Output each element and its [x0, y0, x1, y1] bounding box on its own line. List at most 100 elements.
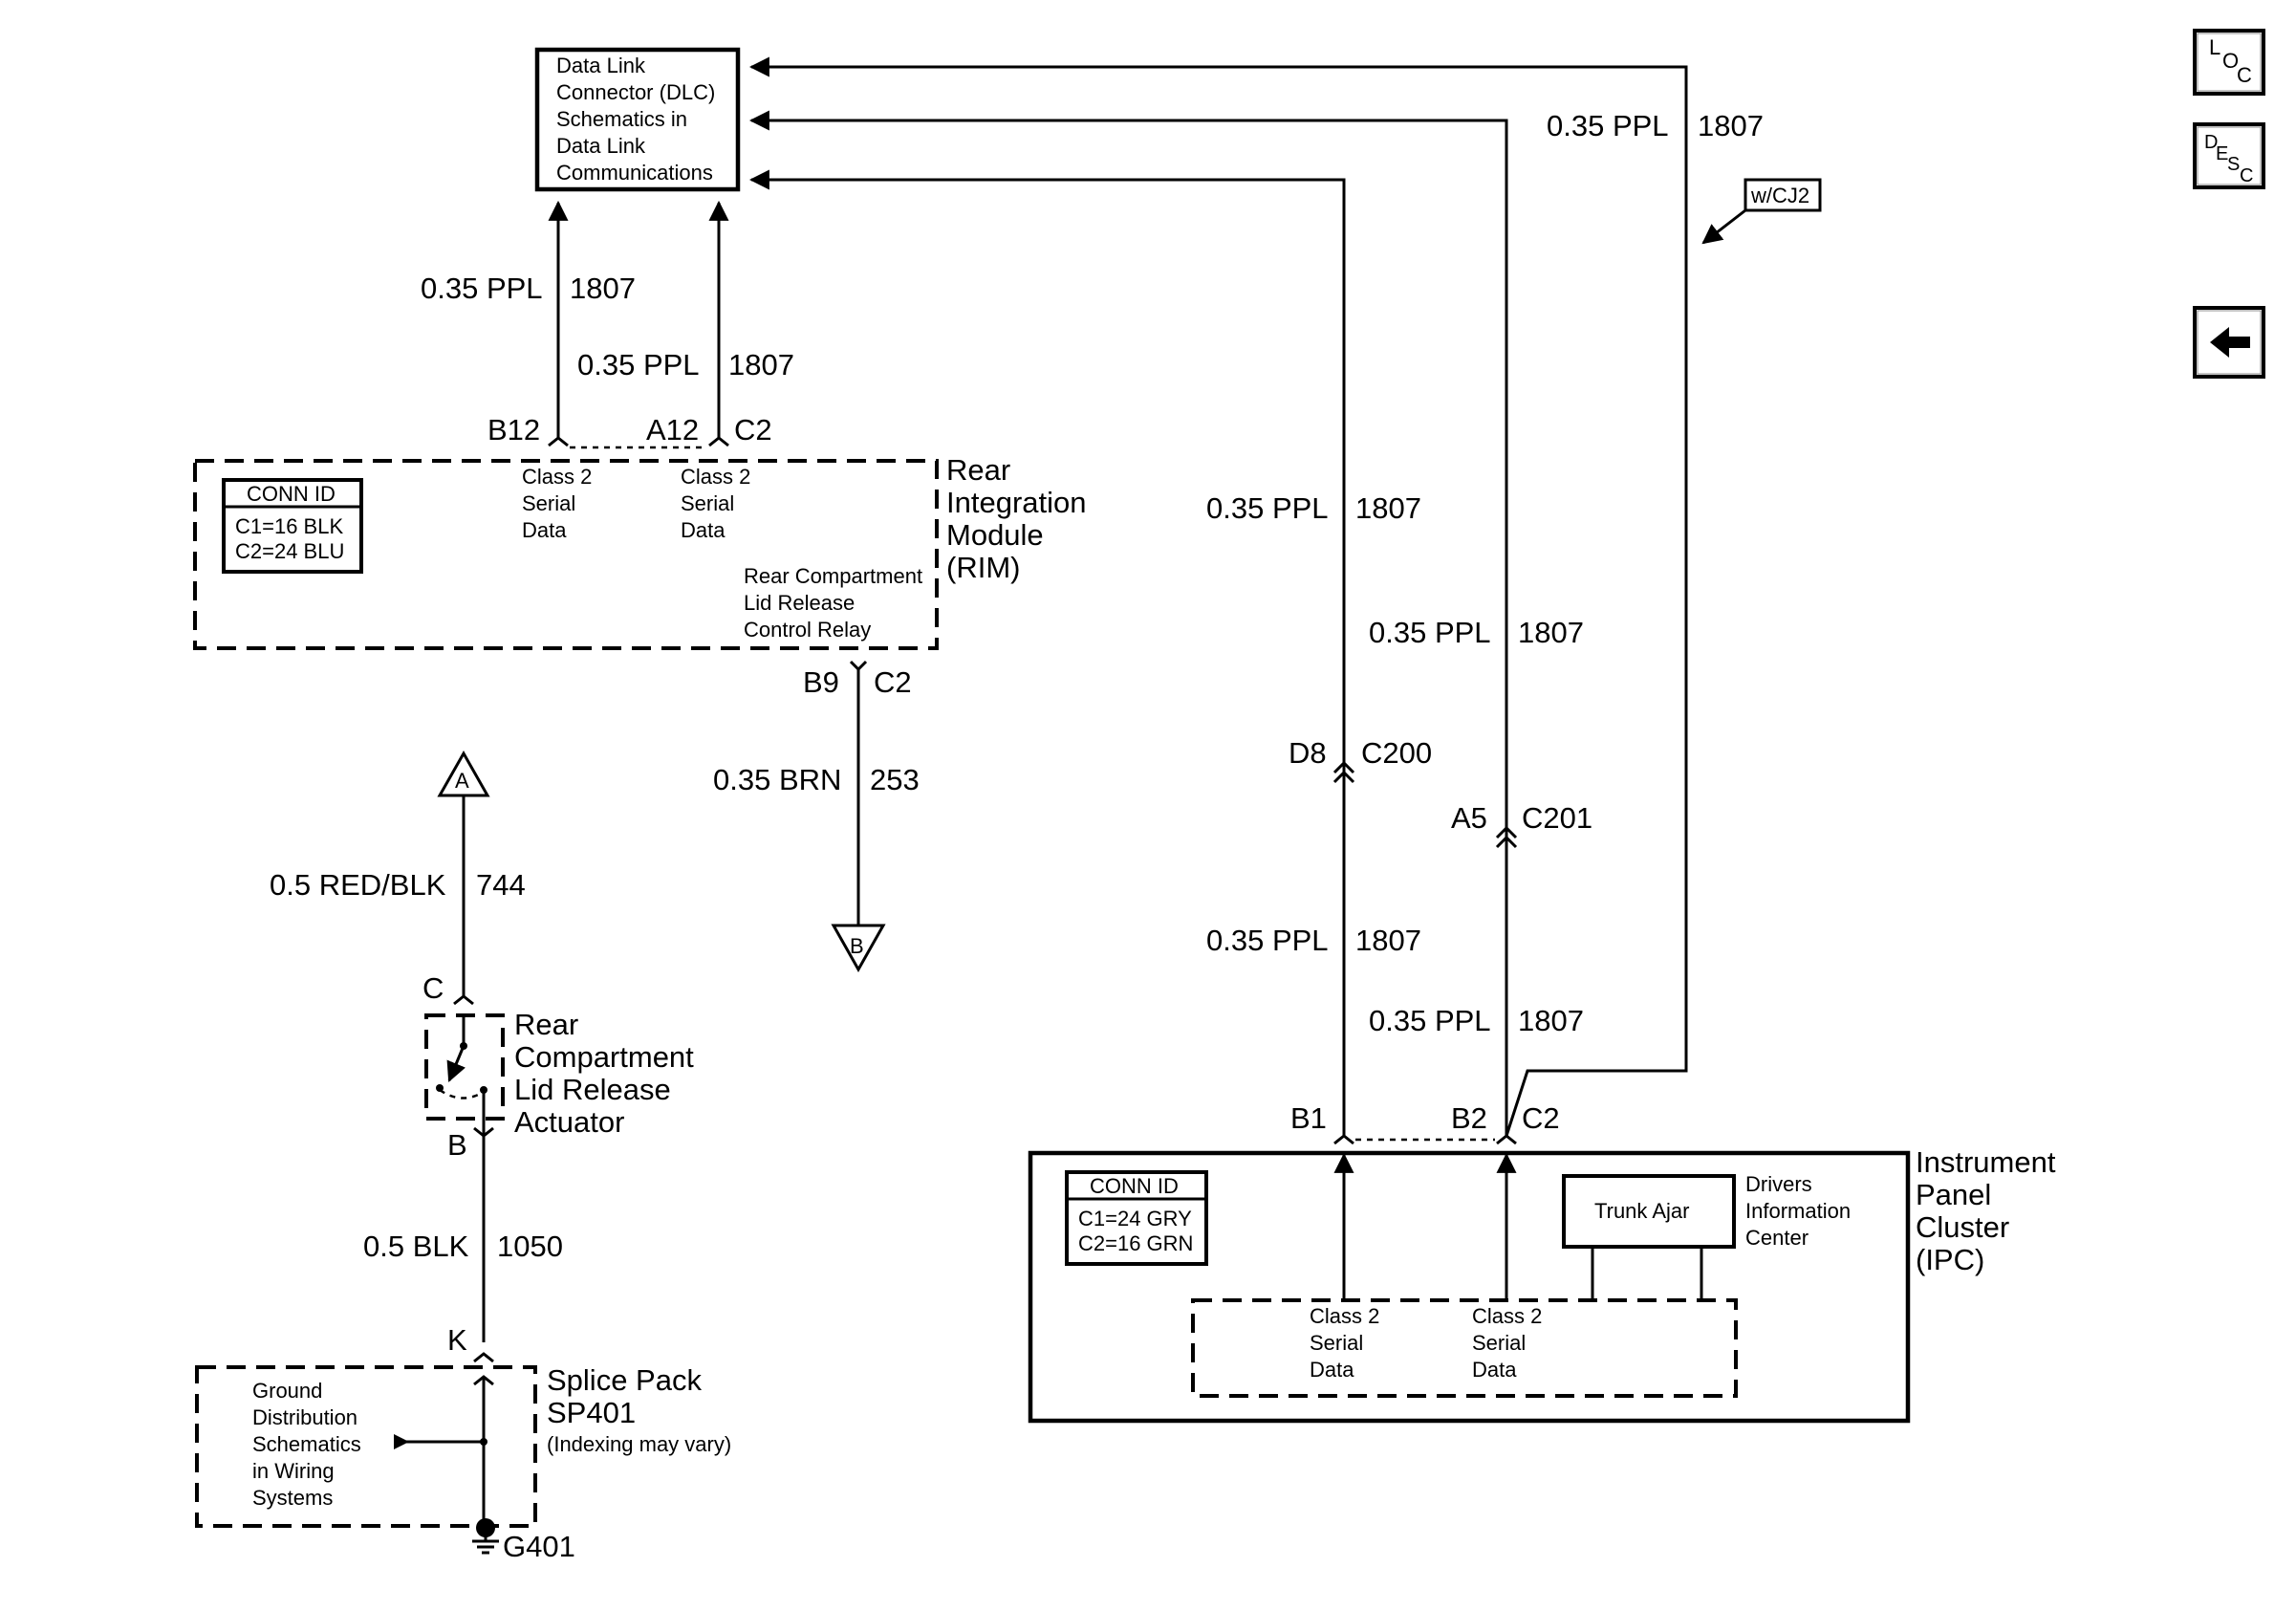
dlc-line: Connector (DLC): [556, 80, 715, 104]
component-title: Splice Pack: [547, 1363, 702, 1397]
conn-id-table: [1065, 1170, 1208, 1266]
wire-ipc-b1-to-dlc: [748, 169, 1346, 1136]
wire-circuit-number: 253: [870, 763, 920, 796]
wire-size-color: 0.35 PPL: [421, 272, 543, 305]
relay-label: Rear Compartment: [744, 564, 922, 588]
class2-label: Serial: [522, 491, 575, 515]
ground-dist-label: Ground: [252, 1379, 322, 1403]
wire-circuit-number: 1807: [728, 348, 794, 381]
wire-size-color: 0.35 BRN: [713, 763, 841, 796]
class2-label: Class 2: [522, 465, 592, 489]
ground-id: G401: [503, 1530, 575, 1563]
ground-g401: G401: [472, 1518, 575, 1563]
pin-label: B12: [487, 413, 540, 446]
connector-label: C201: [1522, 801, 1592, 835]
pin-label: B1: [1290, 1101, 1327, 1135]
ground-dist-label: in Wiring: [252, 1459, 335, 1483]
dlc-box: Data Link Connector (DLC) Schematics in …: [534, 47, 741, 192]
connector-label: C200: [1361, 736, 1432, 770]
back-button[interactable]: [2193, 306, 2265, 379]
pin-label: C: [422, 971, 444, 1005]
wire-circuit-number: 1807: [570, 272, 636, 305]
svg-text:E: E: [2216, 143, 2228, 164]
conn-id-header: CONN ID: [247, 482, 336, 506]
svg-text:S: S: [2227, 154, 2240, 175]
wire-ipc-b2-to-dlc: [748, 110, 1508, 1136]
inline-connector-c201: A5 C201: [1451, 801, 1592, 849]
wire-circuit-number: 744: [476, 868, 526, 902]
component-title: Instrument: [1916, 1145, 2056, 1179]
wire-circuit-number: 1807: [1355, 491, 1421, 525]
svg-text:C: C: [2237, 63, 2252, 87]
wire-circuit-number: 1807: [1518, 1004, 1584, 1037]
conn-id-row: C2=16 GRN: [1078, 1231, 1193, 1255]
wire-size-color: 0.35 PPL: [577, 348, 700, 381]
wire-size-color: 0.5 RED/BLK: [270, 868, 446, 902]
class2-label: Data: [1310, 1358, 1354, 1382]
conn-id-row: C1=16 BLK: [235, 514, 343, 538]
component-title: Cluster: [1916, 1210, 2009, 1244]
svg-text:w/CJ2: w/CJ2: [1750, 184, 1809, 207]
class2-label: Data: [522, 518, 567, 542]
wire-size-color: 0.35 PPL: [1369, 1004, 1491, 1037]
pin-label: B9: [803, 665, 839, 699]
splice-note: (Indexing may vary): [547, 1432, 731, 1456]
wire-circuit-number: 1807: [1518, 616, 1584, 649]
description-button[interactable]: D E S C: [2193, 122, 2265, 189]
conn-id-row: C1=24 GRY: [1078, 1207, 1192, 1230]
svg-text:C: C: [2240, 165, 2253, 186]
pin-label: B: [447, 1128, 467, 1162]
class2-label: Serial: [1310, 1331, 1363, 1355]
wire-size-color: 0.35 PPL: [1206, 924, 1329, 957]
location-button[interactable]: L O C: [2193, 29, 2265, 96]
component-title: Actuator: [514, 1105, 624, 1139]
class2-label: Class 2: [1310, 1304, 1379, 1328]
back-arrow-icon: [2210, 327, 2250, 358]
dlc-line: Schematics in: [556, 107, 687, 131]
dlc-line: Communications: [556, 161, 713, 185]
instrument-panel-cluster: B1 B2 C2 CONN ID C1=24 GRY C2=16 GRN Tru…: [1028, 1101, 2056, 1424]
wire-circuit-number: 1807: [1355, 924, 1421, 957]
trunk-ajar-label: Trunk Ajar: [1594, 1199, 1689, 1223]
trunk-ajar-indicator: [1562, 1174, 1736, 1249]
connector-label: C2: [874, 665, 912, 699]
wire-ipc-c2-to-dlc: [748, 56, 1688, 1137]
pin-label: A5: [1451, 801, 1487, 835]
component-title: Rear: [946, 453, 1010, 487]
class2-label: Class 2: [681, 465, 750, 489]
ground-dist-label: Systems: [252, 1486, 333, 1510]
component-title: Compartment: [514, 1040, 694, 1074]
component-title: Panel: [1916, 1178, 1991, 1211]
svg-text:O: O: [2222, 49, 2239, 73]
pin-label: K: [447, 1323, 467, 1357]
class2-label: Data: [1472, 1358, 1517, 1382]
svg-text:D: D: [2204, 132, 2218, 153]
option-tag: w/CJ2: [1701, 178, 1822, 245]
component-title: SP401: [547, 1396, 636, 1429]
pin-label: A12: [646, 413, 699, 446]
dic-label: Drivers: [1745, 1172, 1812, 1196]
rear-compartment-lid-release-actuator: C B Rear Compartment Lid Release Actuato…: [422, 971, 694, 1162]
pin-label: B2: [1451, 1101, 1487, 1135]
class2-label: Class 2: [1472, 1304, 1542, 1328]
dic-label: Center: [1745, 1226, 1809, 1250]
component-title: Lid Release: [514, 1073, 671, 1106]
off-page-label: B: [850, 934, 864, 958]
component-title: Rear: [514, 1008, 578, 1041]
connector-label: C2: [1522, 1101, 1560, 1135]
ground-dist-label: Schematics: [252, 1432, 361, 1456]
wire-size-color: 0.35 PPL: [1369, 616, 1491, 649]
conn-id-table: [222, 478, 363, 574]
off-page-connector-a: A: [437, 750, 490, 797]
wire-rim-b9-to-ground: B: [831, 660, 886, 973]
rear-integration-module: B12 A12 C2 CONN ID C1=16 BLK C2=24 BLU C…: [193, 413, 1087, 650]
dlc-line: Data Link: [556, 54, 646, 77]
pin-label: D8: [1289, 736, 1327, 770]
wire-circuit-number: 1050: [497, 1230, 563, 1263]
wire-size-color: 0.35 PPL: [1206, 491, 1329, 525]
wire-circuit-number: 1807: [1698, 109, 1764, 142]
svg-text:A: A: [455, 769, 469, 793]
svg-text:L: L: [2209, 35, 2220, 59]
conn-id-row: C2=24 BLU: [235, 539, 344, 563]
